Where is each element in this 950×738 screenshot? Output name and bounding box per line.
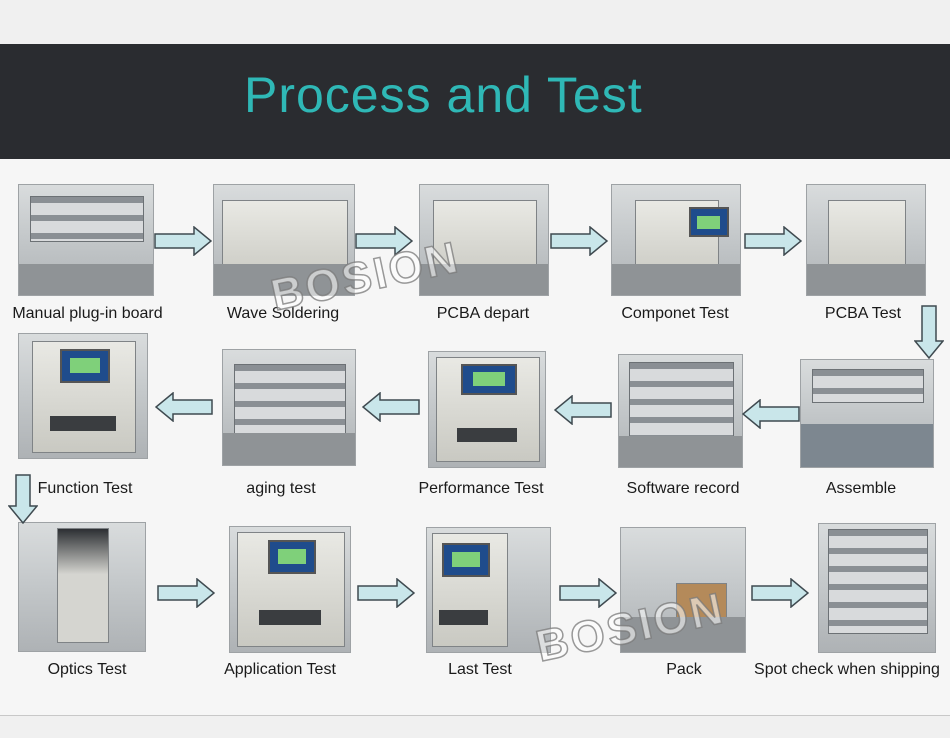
step-photo-aging-test bbox=[222, 349, 356, 466]
step-photo-spot-check-when-shipping bbox=[818, 523, 936, 653]
step-label: Assemble bbox=[825, 480, 897, 497]
header-banner: Process and Test bbox=[0, 44, 950, 159]
step-photo-pack bbox=[620, 527, 746, 653]
arrow-right-icon bbox=[357, 578, 415, 608]
step-photo-optics-test bbox=[18, 522, 146, 652]
arrow-left-icon bbox=[155, 392, 213, 422]
arrow-down-icon bbox=[914, 305, 944, 359]
arrow-down-icon bbox=[8, 474, 38, 524]
step-label: PCBA depart bbox=[436, 305, 530, 322]
step-label: Performance Test bbox=[418, 480, 544, 497]
step-label: Last Test bbox=[448, 661, 512, 678]
step-label: Componet Test bbox=[621, 305, 729, 322]
step-photo-last-test bbox=[426, 527, 551, 653]
arrow-right-icon bbox=[751, 578, 809, 608]
step-photo-function-test bbox=[18, 333, 148, 459]
step-photo-application-test bbox=[229, 526, 351, 653]
step-photo-software-record bbox=[618, 354, 743, 468]
arrow-right-icon bbox=[355, 226, 413, 256]
step-label: PCBA Test bbox=[824, 305, 902, 322]
step-photo-componet-test bbox=[611, 184, 741, 296]
step-photo-pcba-test bbox=[806, 184, 926, 296]
step-label: Optics Test bbox=[47, 661, 127, 678]
step-photo-assemble bbox=[800, 359, 934, 468]
step-label: Function Test bbox=[37, 480, 133, 497]
page-title: Process and Test bbox=[244, 67, 643, 123]
arrow-right-icon bbox=[157, 578, 215, 608]
step-label: Wave Soldering bbox=[226, 305, 340, 322]
step-label: Application Test bbox=[224, 661, 336, 678]
step-label: Manual plug-in board bbox=[12, 305, 163, 322]
arrow-right-icon bbox=[550, 226, 608, 256]
step-photo-wave-soldering bbox=[213, 184, 355, 296]
step-photo-manual-plug-in-board bbox=[18, 184, 154, 296]
arrow-left-icon bbox=[742, 399, 800, 429]
step-label: aging test bbox=[246, 480, 316, 497]
step-label: Software record bbox=[626, 480, 740, 497]
arrow-right-icon bbox=[744, 226, 802, 256]
arrow-left-icon bbox=[362, 392, 420, 422]
arrow-right-icon bbox=[559, 578, 617, 608]
step-label: Pack bbox=[666, 661, 702, 678]
step-photo-performance-test bbox=[428, 351, 546, 468]
step-photo-pcba-depart bbox=[419, 184, 549, 296]
step-label: Spot check when shipping bbox=[754, 661, 940, 678]
arrow-left-icon bbox=[554, 395, 612, 425]
arrow-right-icon bbox=[154, 226, 212, 256]
